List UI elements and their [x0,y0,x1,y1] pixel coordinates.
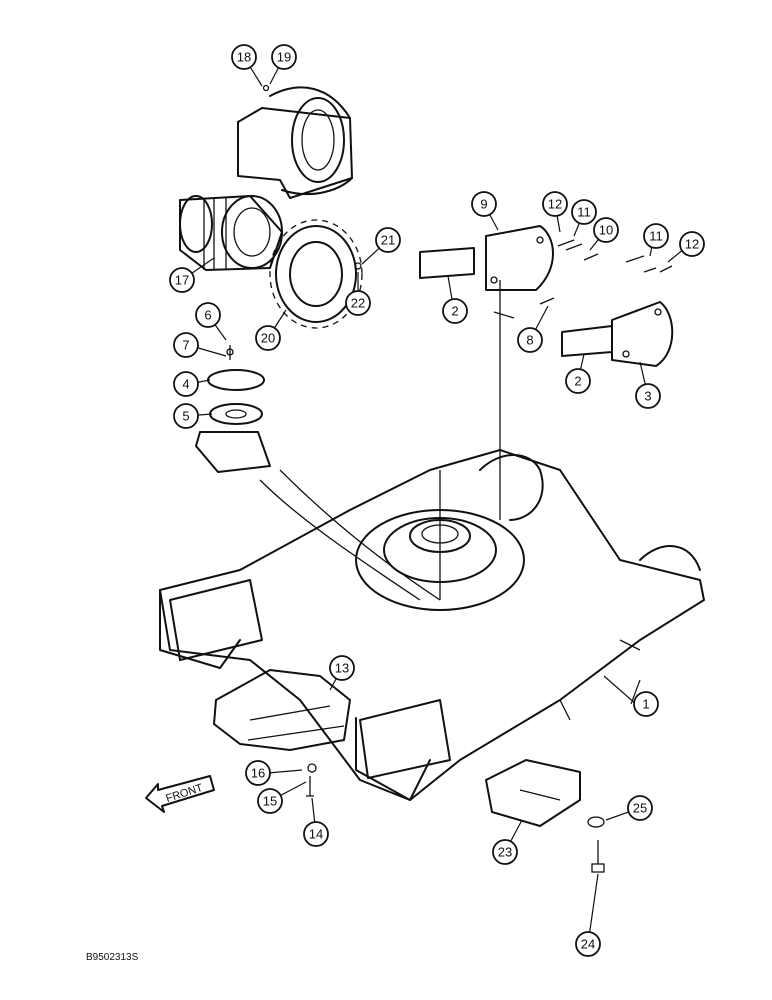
callout-20[interactable]: 20 [255,325,281,351]
svg-text:14: 14 [309,827,323,842]
callout-25[interactable]: 25 [627,795,653,821]
svg-text:24: 24 [581,937,595,952]
callout-21[interactable]: 21 [375,227,401,253]
callout-14[interactable]: 14 [303,821,329,847]
svg-text:12: 12 [548,197,562,212]
callout-18[interactable]: 18 [231,44,257,70]
callout-2-lower[interactable]: 2 [565,368,591,394]
callout-3[interactable]: 3 [635,383,661,409]
callout-5[interactable]: 5 [173,403,199,429]
front-arrow: FRONT [145,775,215,813]
svg-text:5: 5 [182,409,189,424]
callout-12-right[interactable]: 12 [679,231,705,257]
track-drive-motor [179,86,353,271]
callout-10[interactable]: 10 [593,217,619,243]
callout-7[interactable]: 7 [173,332,199,358]
svg-text:2: 2 [574,374,581,389]
svg-text:10: 10 [599,223,613,238]
svg-text:4: 4 [182,377,189,392]
svg-text:18: 18 [237,50,251,65]
reference-code: B9502313S [86,952,139,963]
callout-12-left[interactable]: 12 [542,191,568,217]
leader-lines [181,56,691,945]
callout-9[interactable]: 9 [471,191,497,217]
svg-text:6: 6 [204,308,211,323]
bottom-cover [213,669,351,751]
svg-text:22: 22 [351,296,365,311]
svg-text:12: 12 [685,237,699,252]
callout-13[interactable]: 13 [329,655,355,681]
callout-8[interactable]: 8 [517,327,543,353]
callouts: 1 2 2 3 4 5 6 7 8 9 10 11 11 12 12 13 14… [169,44,705,957]
svg-text:3: 3 [644,389,651,404]
svg-text:8: 8 [526,333,533,348]
svg-text:15: 15 [263,794,277,809]
svg-text:7: 7 [182,338,189,353]
callout-11-right[interactable]: 11 [643,223,669,249]
callout-11-left[interactable]: 11 [571,199,597,225]
svg-text:19: 19 [277,50,291,65]
mounting-bracket [485,759,581,827]
svg-text:1: 1 [642,697,649,712]
callout-23[interactable]: 23 [492,839,518,865]
svg-text:20: 20 [261,331,275,346]
callout-4[interactable]: 4 [173,371,199,397]
callout-22[interactable]: 22 [345,290,371,316]
callout-19[interactable]: 19 [271,44,297,70]
callout-17[interactable]: 17 [169,267,195,293]
undercarriage-frame [159,280,705,801]
svg-text:21: 21 [381,233,395,248]
sprocket [269,219,363,329]
svg-text:16: 16 [251,766,265,781]
svg-text:23: 23 [498,845,512,860]
washer-stack [195,345,271,473]
svg-text:13: 13 [335,661,349,676]
callout-24[interactable]: 24 [575,931,601,957]
svg-text:11: 11 [577,205,591,220]
svg-text:11: 11 [649,229,663,244]
svg-text:2: 2 [451,304,458,319]
svg-text:9: 9 [480,197,487,212]
cover-plates [419,225,674,367]
front-label: FRONT [165,782,205,805]
callout-15[interactable]: 15 [257,788,283,814]
callout-1[interactable]: 1 [633,691,659,717]
callout-6[interactable]: 6 [195,302,221,328]
svg-text:17: 17 [175,273,189,288]
svg-text:25: 25 [633,801,647,816]
callout-2-upper[interactable]: 2 [442,298,468,324]
callout-16[interactable]: 16 [245,760,271,786]
hardware [226,84,605,873]
